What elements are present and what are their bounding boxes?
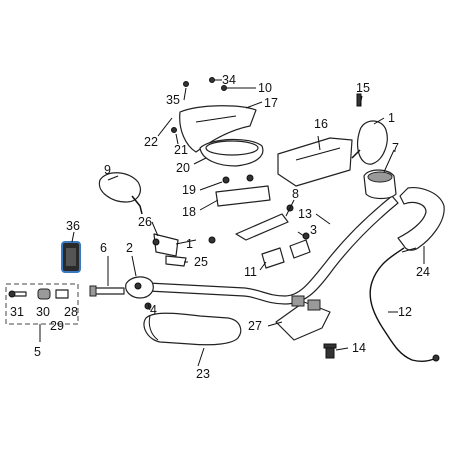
callout-1-mirror: 1 xyxy=(388,111,395,125)
leader-lines xyxy=(71,79,425,367)
bushing-30 xyxy=(37,288,51,300)
screw-3 xyxy=(302,232,310,240)
bracket-18 xyxy=(215,174,271,207)
sleeve-29 xyxy=(55,289,69,299)
left-mirror xyxy=(98,172,143,215)
plate-25 xyxy=(165,255,187,267)
callout-17: 17 xyxy=(264,96,278,110)
callout-10: 10 xyxy=(258,81,272,95)
callout-labels: 34 10 35 17 22 21 20 19 18 16 15 1 7 9 8… xyxy=(10,73,430,381)
callout-22: 22 xyxy=(144,135,158,149)
callout-21: 21 xyxy=(174,143,188,157)
speedometer xyxy=(199,138,264,167)
master-cylinder xyxy=(363,169,397,200)
callout-7: 7 xyxy=(392,141,399,155)
callout-2: 2 xyxy=(126,241,133,255)
rear-cover xyxy=(277,137,353,187)
callout-15: 15 xyxy=(356,81,370,95)
callout-13: 13 xyxy=(298,207,312,221)
bolt-6 xyxy=(89,285,125,297)
switch-housing xyxy=(125,276,154,299)
callout-35: 35 xyxy=(166,93,180,107)
callout-31: 31 xyxy=(10,305,24,319)
callout-16: 16 xyxy=(314,117,328,131)
callout-23: 23 xyxy=(196,367,210,381)
callout-29: 29 xyxy=(50,319,64,333)
callout-3: 3 xyxy=(310,223,317,237)
callout-25: 25 xyxy=(194,255,208,269)
callout-27: 27 xyxy=(248,319,262,333)
connector-36 xyxy=(61,241,81,273)
bracket-8 xyxy=(235,204,294,241)
callout-1-bracket: 1 xyxy=(186,237,193,251)
kit-5-box xyxy=(5,283,79,342)
callout-8: 8 xyxy=(292,187,299,201)
bolt-14 xyxy=(323,343,337,359)
callout-4: 4 xyxy=(150,303,157,317)
callout-30: 30 xyxy=(36,305,50,319)
callout-26: 26 xyxy=(138,215,152,229)
callout-11: 11 xyxy=(244,265,257,279)
callout-20: 20 xyxy=(176,161,190,175)
callout-24: 24 xyxy=(416,265,430,279)
right-grip-assembly xyxy=(397,187,445,253)
lower-clamp xyxy=(275,295,331,341)
handlebar xyxy=(147,195,399,305)
screw-31 xyxy=(8,290,27,298)
throttle-cable xyxy=(369,247,440,363)
callout-9: 9 xyxy=(104,163,111,177)
callout-6: 6 xyxy=(100,241,107,255)
callout-12: 12 xyxy=(398,305,412,319)
right-mirror xyxy=(351,120,388,165)
callout-14: 14 xyxy=(352,341,366,355)
callout-36: 36 xyxy=(66,219,80,233)
callout-19: 19 xyxy=(182,183,196,197)
callout-28: 28 xyxy=(64,305,78,319)
callout-5: 5 xyxy=(34,345,41,359)
fasteners xyxy=(171,77,227,244)
callout-34: 34 xyxy=(222,73,236,87)
bracket-26 xyxy=(152,233,179,257)
callout-18: 18 xyxy=(182,205,196,219)
upper-cover xyxy=(179,105,257,153)
clamp-11 xyxy=(261,239,311,269)
left-grip xyxy=(143,312,242,346)
